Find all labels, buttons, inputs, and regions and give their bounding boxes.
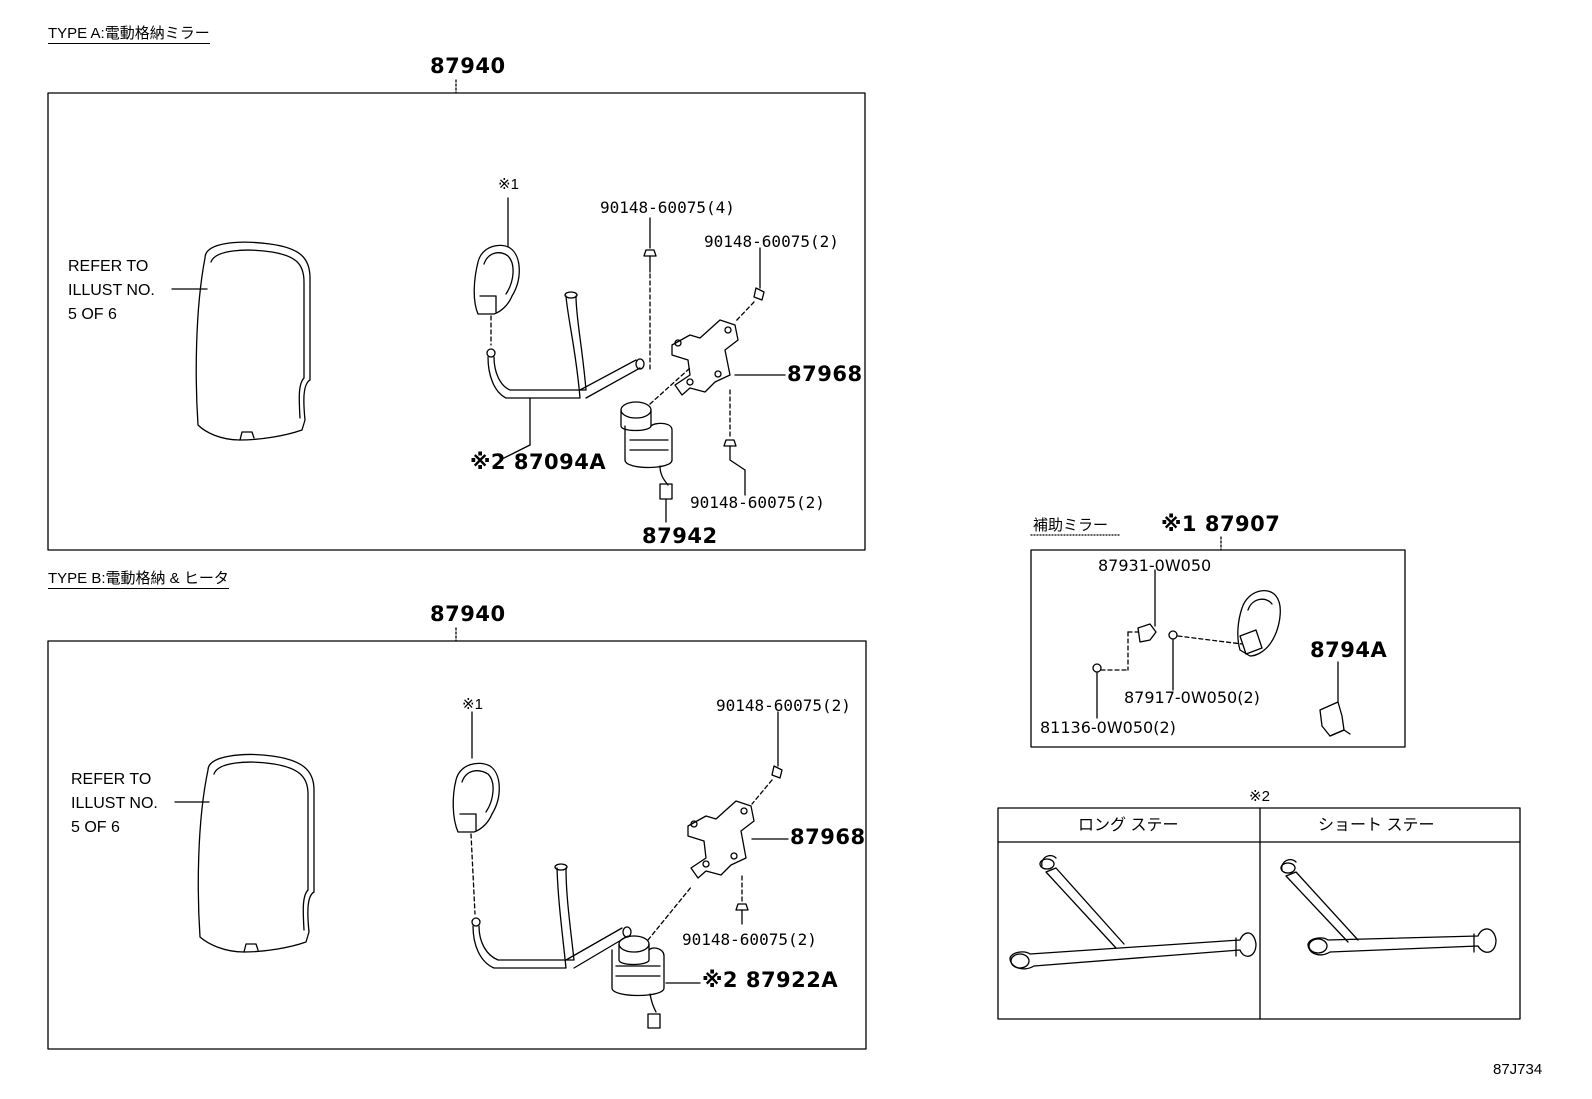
- type-a-stay-number: ※2 87094A: [470, 450, 607, 474]
- type-b-aux-mirror: [452, 711, 500, 915]
- type-b-bracket-number: 87968: [790, 825, 866, 849]
- aux-part-81136: 81136-0W050(2): [1040, 718, 1176, 737]
- type-a-frame: [47, 92, 866, 551]
- type-a-stay: [486, 291, 645, 461]
- type-a-motor: [620, 367, 691, 523]
- type-a-bolt-right-number: 90148-60075(2): [704, 232, 839, 251]
- type-b-refer-note: REFER TO ILLUST NO. 5 OF 6: [71, 771, 158, 836]
- type-a-mirror-housing: [195, 241, 311, 441]
- stays-table: [997, 807, 1521, 1020]
- short-stay-label: ショート ステー: [1318, 817, 1435, 834]
- aux-assembly-number: ※1 87907: [1161, 512, 1281, 536]
- type-a-header: TYPE A:電動格納ミラー: [48, 25, 210, 44]
- aux-small-mirror: [1237, 590, 1281, 657]
- type-b-mirror-housing: [197, 753, 315, 953]
- type-a-refer-note: REFER TO ILLUST NO. 5 OF 6: [68, 258, 155, 323]
- aux-frame: [1030, 549, 1406, 748]
- type-b-mirror-ref: ※1: [462, 696, 483, 713]
- type-b-assembly-number: 87940: [430, 602, 506, 626]
- type-a-bracket-number: 87968: [787, 362, 863, 386]
- aux-part-8794a: 8794A: [1310, 638, 1388, 662]
- aux-part-87917: 87917-0W050(2): [1124, 688, 1260, 707]
- aux-header: 補助ミラー: [1033, 517, 1109, 534]
- aux-part-87931: 87931-0W050: [1098, 556, 1212, 575]
- short-stay-drawing: [1280, 858, 1497, 956]
- aux-bracket-clip: [1092, 569, 1243, 719]
- long-stay-drawing: [1009, 854, 1257, 970]
- type-b-stay: [471, 863, 632, 969]
- type-a-bracket: [671, 319, 786, 396]
- type-a-bolt-top-number: 90148-60075(4): [600, 198, 735, 217]
- figure-code: 87J734: [1493, 1061, 1543, 1078]
- long-stay-label: ロング ステー: [1078, 817, 1179, 834]
- type-b-motor: [611, 885, 701, 1029]
- type-a-motor-number: 87942: [642, 524, 718, 548]
- type-a-bolts: [643, 217, 765, 496]
- type-a-aux-mirror: [473, 197, 520, 346]
- type-b-motor-number: ※2 87922A: [702, 968, 839, 992]
- type-b-frame: [47, 640, 867, 1050]
- type-b-bolt-right-number: 90148-60075(2): [716, 696, 851, 715]
- stays-ref: ※2: [1249, 788, 1270, 805]
- type-a-assembly-number: 87940: [430, 54, 506, 78]
- type-b-header: TYPE B:電動格納 & ヒータ: [48, 570, 229, 589]
- aux-bracket-8794a: [1319, 661, 1351, 737]
- type-b-bolt-bottom-number: 90148-60075(2): [682, 930, 817, 949]
- type-b-bolts: [735, 711, 783, 925]
- type-a-mirror-ref: ※1: [498, 176, 519, 193]
- type-b-bracket: [687, 800, 789, 879]
- type-a-bolt-bottom-number: 90148-60075(2): [690, 493, 825, 512]
